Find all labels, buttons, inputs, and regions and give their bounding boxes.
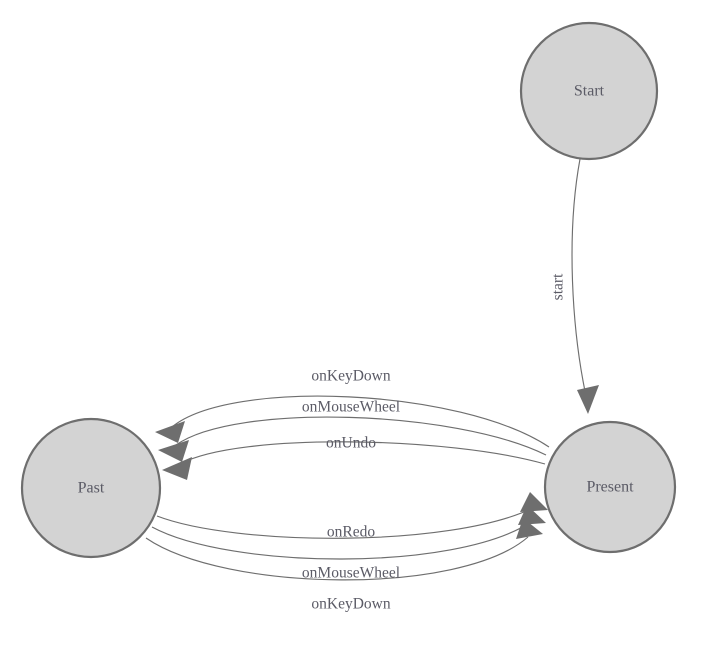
edge-label-present-past-undo: onUndo	[326, 435, 376, 452]
edge-past-to-present-redo-arrowhead	[520, 492, 548, 512]
edge-present-to-past-undo	[162, 441, 546, 480]
edge-present-to-past-keydown-path	[171, 395, 550, 448]
edge-past-to-present-redo-path	[156, 507, 534, 539]
node-present-label: Present	[586, 479, 634, 496]
node-start[interactable]: Start	[519, 21, 659, 161]
edge-start-to-present-arrowhead	[577, 385, 599, 414]
edge-label-start: start	[550, 273, 567, 300]
edge-present-to-past-undo-arrowhead	[162, 457, 192, 480]
edge-past-to-present-mousewheel-path	[151, 521, 532, 560]
edge-label-present-past-keydown: onKeyDown	[311, 368, 390, 385]
edge-label-present-past-mousewheel: onMouseWheel	[302, 399, 400, 416]
node-past[interactable]: Past	[20, 417, 162, 559]
node-present[interactable]: Present	[543, 420, 677, 554]
edge-present-to-past-keydown-arrowhead	[155, 421, 185, 443]
node-present-circle[interactable]	[543, 420, 677, 554]
node-start-label: Start	[574, 83, 605, 100]
edge-present-to-past-mousewheel-arrowhead	[158, 440, 189, 462]
edge-present-to-past-mousewheel-path	[175, 416, 547, 456]
node-start-circle[interactable]	[519, 21, 659, 161]
edge-past-to-present-keydown-arrowhead	[516, 518, 543, 539]
edge-past-to-present-keydown	[145, 518, 543, 581]
edge-start-to-present-path	[571, 158, 587, 397]
edge-present-to-past-keydown	[155, 395, 550, 448]
edge-present-to-past-undo-path	[179, 441, 546, 465]
edge-past-to-present-keydown-path	[145, 536, 529, 581]
node-past-circle[interactable]	[20, 417, 162, 559]
edge-present-to-past-mousewheel	[158, 416, 547, 462]
edge-label-past-present-keydown: onKeyDown	[311, 596, 390, 613]
node-past-label: Past	[78, 480, 105, 497]
edge-label-past-present-redo: onRedo	[327, 524, 375, 541]
edge-start-to-present	[571, 158, 599, 414]
edge-label-past-present-mousewheel: onMouseWheel	[302, 565, 400, 582]
